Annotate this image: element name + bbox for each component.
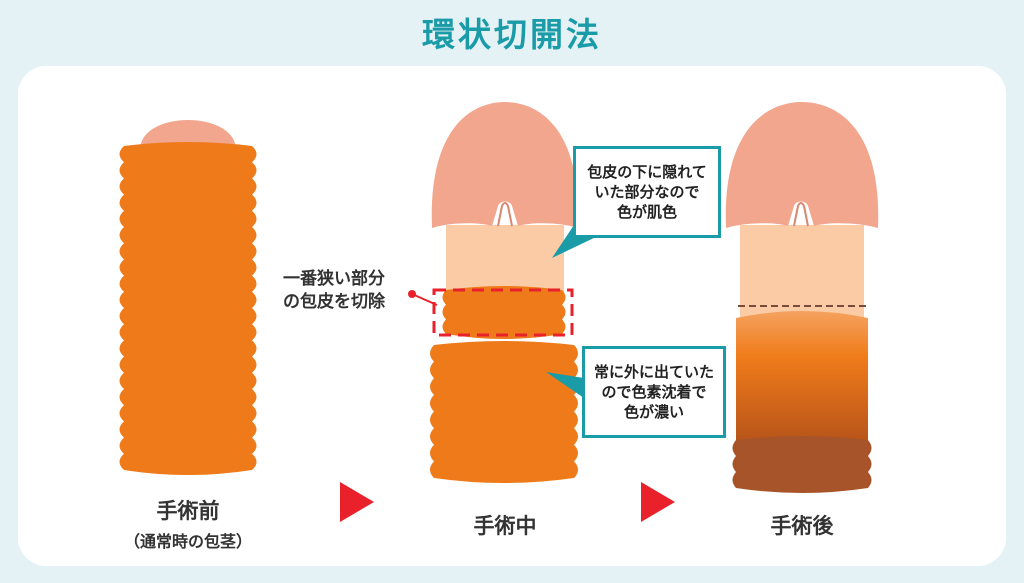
callout-bottom-line: ので色素沈着で [601, 383, 707, 401]
during-glans [431, 102, 579, 228]
callout-top-line: 包皮の下に隠れて [587, 163, 707, 181]
after-figure [725, 102, 879, 493]
page-title: 環状切開法 [422, 15, 602, 54]
cut-note: 一番狭い部分 の包皮を切除 [283, 268, 385, 314]
before-glans-tip [140, 120, 236, 150]
after-urethra-notch [793, 202, 809, 227]
stage-sublabel-before: （通常時の包茎） [123, 532, 252, 551]
stage-label-before: 手術前 [156, 499, 220, 523]
after-shaft [740, 225, 864, 320]
during-foreskin-cut-section [442, 286, 566, 339]
callout-bottom: 常に外に出ていた ので色素沈着で 色が濃い [582, 346, 726, 438]
stage-label-after: 手術後 [770, 514, 834, 538]
callout-top-line: いた部分なので [594, 183, 700, 201]
before-foreskin [119, 142, 257, 475]
cut-note-pointer-line [411, 293, 438, 306]
right-triangle-arrow-icon [641, 482, 675, 522]
before-figure [119, 120, 257, 475]
cut-region-box [432, 288, 574, 337]
after-glans [725, 102, 879, 228]
callout-bottom-line: 色が濃い [623, 403, 684, 421]
during-shaft [446, 225, 564, 300]
callout-top: 包皮の下に隠れて いた部分なので 色が肌色 [573, 146, 721, 238]
callout-bottom-line: 常に外に出ていた [593, 363, 714, 381]
during-foreskin-remaining [430, 341, 578, 483]
callout-bottom-pointer [546, 372, 584, 398]
after-skin-band [736, 311, 868, 440]
stage-label-during: 手術中 [473, 514, 537, 538]
cut-note-line: 一番狭い部分 [283, 269, 385, 289]
after-foreskin-base [732, 436, 872, 493]
during-urethra-notch [497, 202, 513, 227]
cut-note-line: の包皮を切除 [283, 292, 385, 312]
right-triangle-arrow-icon [340, 482, 374, 522]
callout-top-line: 色が肌色 [616, 203, 677, 221]
during-figure [408, 102, 598, 483]
